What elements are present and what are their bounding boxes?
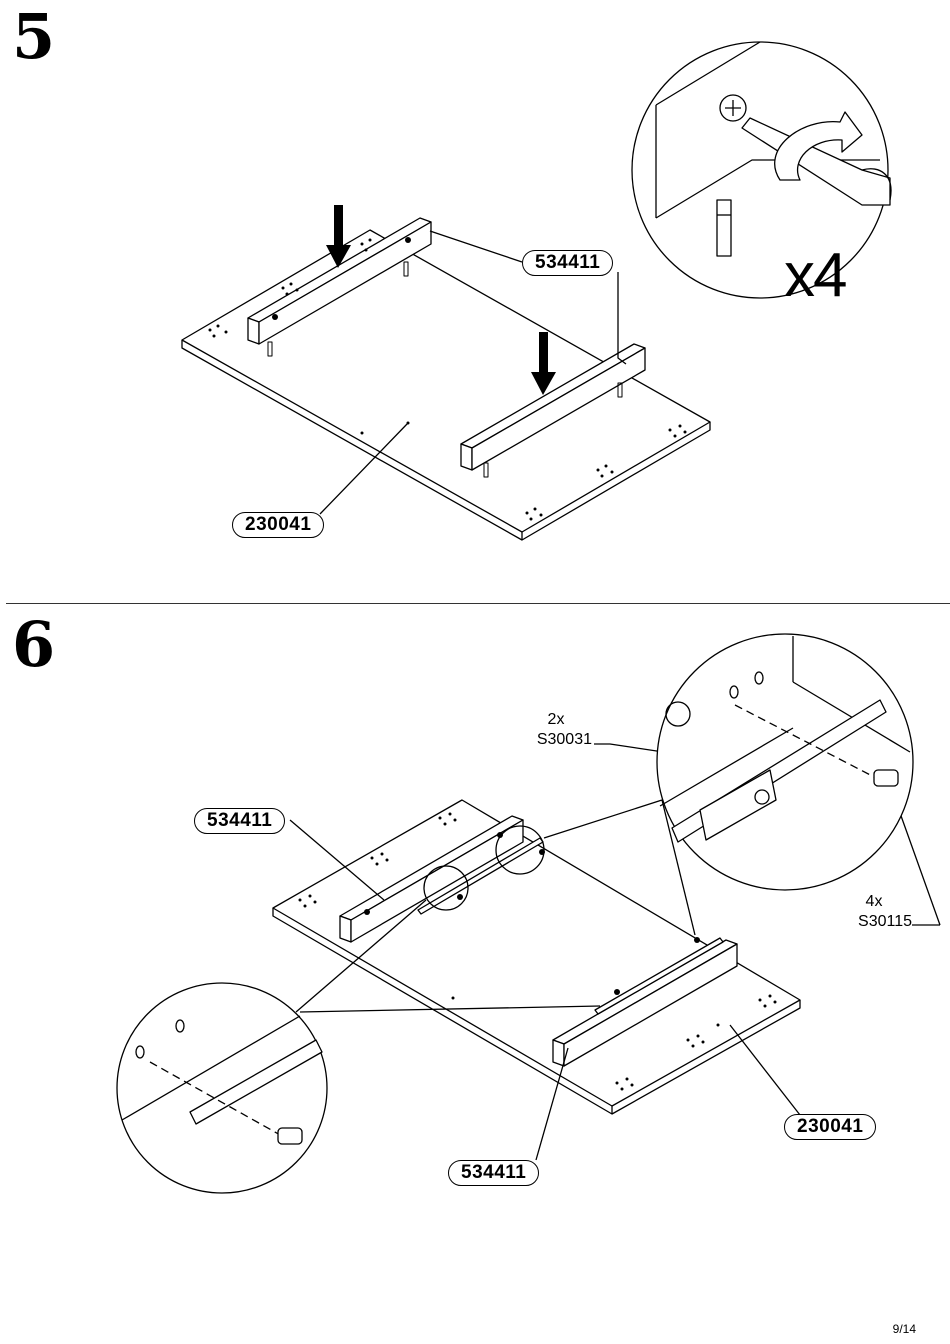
part-label-rail: 534411 bbox=[522, 250, 614, 276]
detail-circle-slide-right bbox=[656, 633, 914, 891]
screw-callout: 4x S30115 bbox=[836, 892, 912, 932]
step-number-5: 5 bbox=[12, 0, 56, 73]
rail-534411-back bbox=[247, 217, 432, 345]
panel-230041-step6 bbox=[272, 799, 801, 1115]
screw-code: S30115 bbox=[858, 913, 912, 930]
detail-circle-screwdriver bbox=[631, 41, 892, 299]
screw-quantity: 4x bbox=[865, 893, 883, 910]
part-label-panel: 230041 bbox=[784, 1114, 877, 1140]
rotation-arrow-icon bbox=[774, 111, 863, 181]
detail-circle-slide-left bbox=[116, 982, 328, 1194]
step-number-6: 6 bbox=[12, 608, 56, 681]
downward-arrow-icon bbox=[326, 205, 556, 395]
part-label-panel: 230041 bbox=[232, 512, 325, 538]
page-number: 9/14 bbox=[892, 1322, 916, 1336]
panel-holes bbox=[208, 237, 687, 521]
step-divider bbox=[6, 603, 950, 604]
slide-callout: 2x S30031 bbox=[520, 710, 592, 750]
rail-534411-left bbox=[339, 815, 524, 943]
rail-534411-bottom bbox=[552, 939, 738, 1067]
part-label-rail-left: 534411 bbox=[194, 808, 286, 834]
dowel-icon bbox=[267, 261, 623, 478]
rail-534411-front bbox=[460, 343, 646, 471]
panel-230041-step5 bbox=[181, 229, 711, 541]
slide-code: S30031 bbox=[536, 731, 592, 748]
screw-icon bbox=[873, 769, 899, 787]
slide-quantity: 2x bbox=[547, 711, 565, 728]
screwdriver-icon bbox=[741, 117, 892, 206]
part-label-rail-bottom: 534411 bbox=[448, 1160, 540, 1186]
quantity-multiplier: x4 bbox=[784, 241, 848, 310]
